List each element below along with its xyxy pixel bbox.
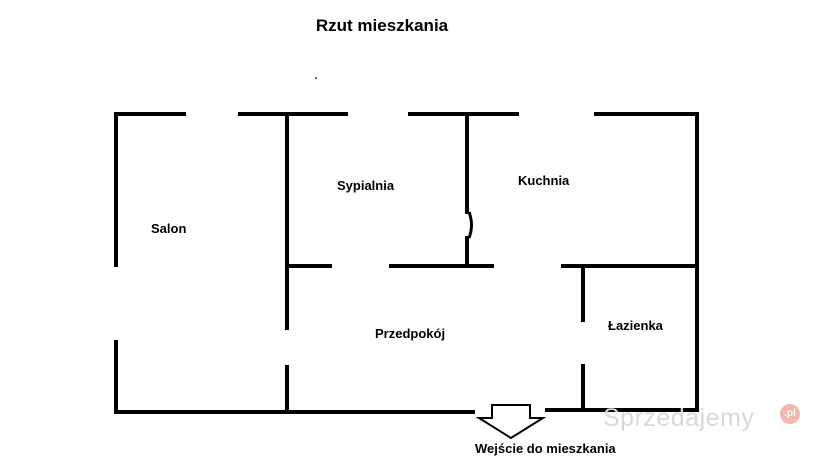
entrance-arrow-icon <box>475 404 547 440</box>
wall-bracket <box>467 211 473 239</box>
watermark-text: Sprzedajemy <box>603 404 755 432</box>
watermark-badge: .pl <box>780 404 800 424</box>
entrance-label: Wejście do mieszkania <box>475 441 616 456</box>
page-title: Rzut mieszkania <box>315 16 449 35</box>
room-label-sypialnia: Sypialnia <box>337 178 395 193</box>
room-label-przedpokoj: Przedpokój <box>375 326 446 341</box>
room-label-kuchnia: Kuchnia <box>518 173 570 188</box>
stray-dot <box>315 77 317 79</box>
room-label-salon: Salon <box>151 221 187 236</box>
room-label-lazienka: Łazienka <box>608 318 663 333</box>
